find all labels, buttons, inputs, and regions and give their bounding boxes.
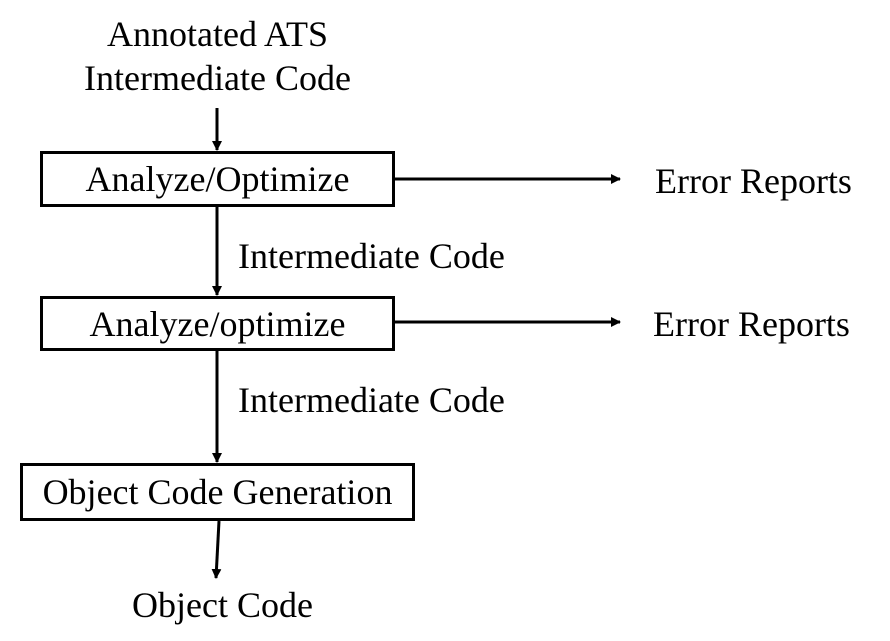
input-label: Annotated ATS Intermediate Code [40,12,395,100]
analyze-optimize-box-2: Analyze/optimize [40,296,395,351]
analyze-optimize-box-1: Analyze/Optimize [40,151,395,207]
intermediate-code-label-2: Intermediate Code [238,380,505,420]
object-code-generation-box: Object Code Generation [20,463,415,521]
arrow-stage3-to-output [211,520,222,579]
error-reports-label-1: Error Reports [655,161,852,201]
intermediate-code-label-1: Intermediate Code [238,236,505,276]
input-label-line2: Intermediate Code [84,58,351,98]
error-reports-label-2: Error Reports [653,304,850,344]
object-code-label: Object Code [132,585,313,625]
input-label-line1: Annotated ATS [107,14,328,54]
